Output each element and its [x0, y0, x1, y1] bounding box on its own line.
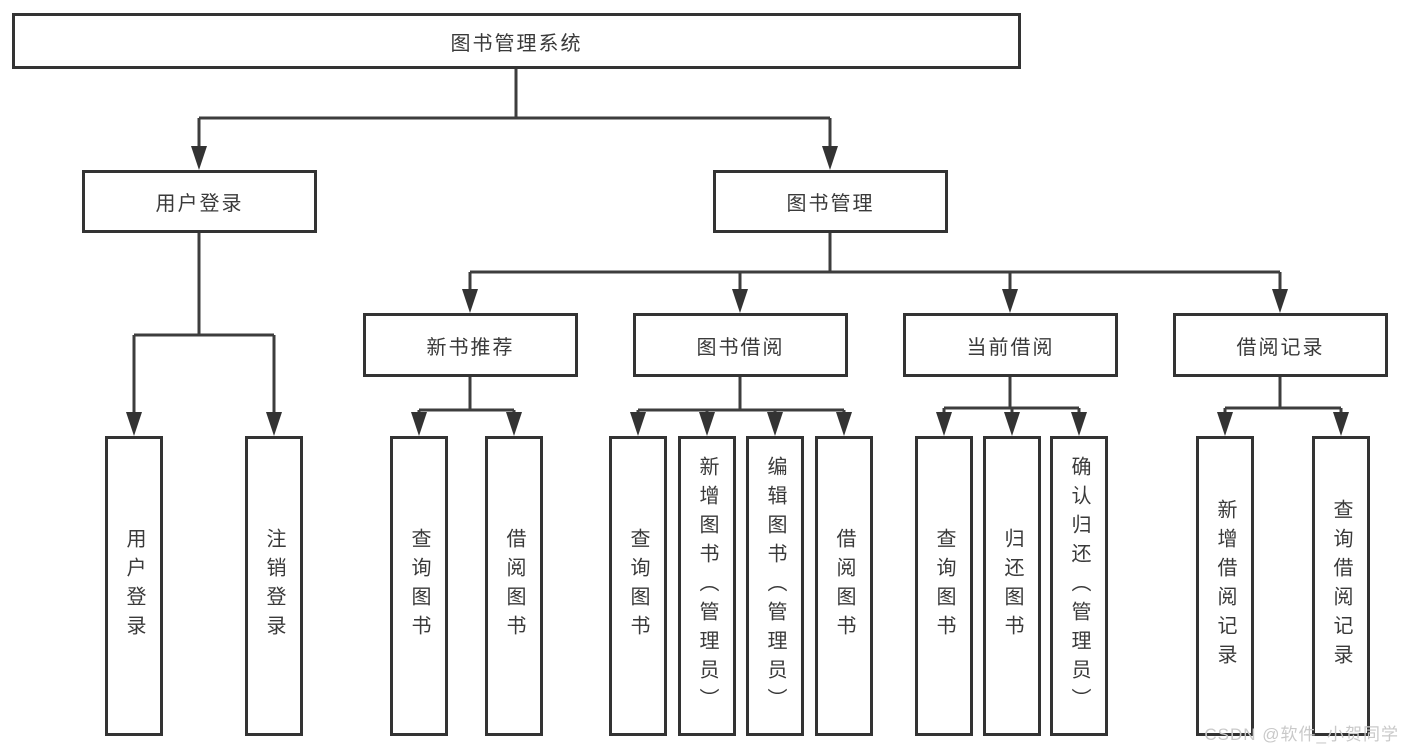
- leaf-newbooks-borrow-books-label: 借阅图书: [503, 528, 525, 644]
- leaf-user-login: 用户登录: [105, 436, 163, 736]
- node-book-borrowing: 图书借阅: [633, 313, 848, 377]
- leaf-current-confirm-return-admin-label: 确认归还（管理员）: [1068, 455, 1090, 717]
- leaf-current-confirm-return-admin: 确认归还（管理员）: [1050, 436, 1108, 736]
- connector-root-to-level2: [191, 69, 838, 170]
- leaf-current-return-books-label: 归还图书: [1001, 528, 1023, 644]
- leaf-borrowing-borrow-books-label: 借阅图书: [833, 528, 855, 644]
- node-book-management-label: 图书管理: [786, 193, 875, 215]
- leaf-newbooks-query-books-label: 查询图书: [408, 528, 430, 644]
- leaf-borrowing-edit-books-admin-label: 编辑图书（管理员）: [764, 455, 786, 717]
- leaf-records-query-record: 查询借阅记录: [1312, 436, 1370, 736]
- leaf-logout: 注销登录: [245, 436, 303, 736]
- connector-new-books-children: [411, 377, 522, 436]
- leaf-records-query-record-label: 查询借阅记录: [1330, 499, 1352, 673]
- node-root-system: 图书管理系统: [12, 13, 1021, 69]
- leaf-records-add-record: 新增借阅记录: [1196, 436, 1254, 736]
- leaf-logout-label: 注销登录: [263, 528, 285, 644]
- leaf-newbooks-query-books: 查询图书: [390, 436, 448, 736]
- leaf-user-login-label: 用户登录: [123, 528, 145, 644]
- node-current-borrowing: 当前借阅: [903, 313, 1118, 377]
- leaf-borrowing-query-books-label: 查询图书: [627, 528, 649, 644]
- leaf-newbooks-borrow-books: 借阅图书: [485, 436, 543, 736]
- node-new-book-recommend: 新书推荐: [363, 313, 578, 377]
- leaf-borrowing-edit-books-admin: 编辑图书（管理员）: [746, 436, 804, 736]
- connector-borrow-records-children: [1217, 377, 1349, 436]
- node-user-login-label: 用户登录: [155, 193, 244, 215]
- node-new-book-recommend-label: 新书推荐: [426, 336, 515, 359]
- connector-user-login-children: [126, 233, 282, 436]
- node-user-login: 用户登录: [82, 170, 317, 233]
- leaf-current-query-books-label: 查询图书: [933, 528, 955, 644]
- node-book-borrowing-label: 图书借阅: [696, 336, 785, 359]
- leaf-current-return-books: 归还图书: [983, 436, 1041, 736]
- node-borrowing-records-label: 借阅记录: [1236, 336, 1325, 359]
- leaf-borrowing-add-books-admin-label: 新增图书（管理员）: [696, 455, 718, 717]
- leaf-borrowing-query-books: 查询图书: [609, 436, 667, 736]
- connector-book-mgmt-to-level3: [462, 233, 1288, 313]
- node-borrowing-records: 借阅记录: [1173, 313, 1388, 377]
- leaf-records-add-record-label: 新增借阅记录: [1214, 499, 1236, 673]
- node-current-borrowing-label: 当前借阅: [966, 336, 1055, 359]
- csdn-watermark: CSDN @软件_小贺同学: [1204, 725, 1399, 744]
- connector-current-borrow-children: [936, 377, 1087, 436]
- node-root-label: 图书管理系统: [450, 32, 583, 55]
- leaf-borrowing-borrow-books: 借阅图书: [815, 436, 873, 736]
- leaf-borrowing-add-books-admin: 新增图书（管理员）: [678, 436, 736, 736]
- node-book-management: 图书管理: [713, 170, 948, 233]
- leaf-current-query-books: 查询图书: [915, 436, 973, 736]
- connector-book-borrow-children: [630, 377, 852, 436]
